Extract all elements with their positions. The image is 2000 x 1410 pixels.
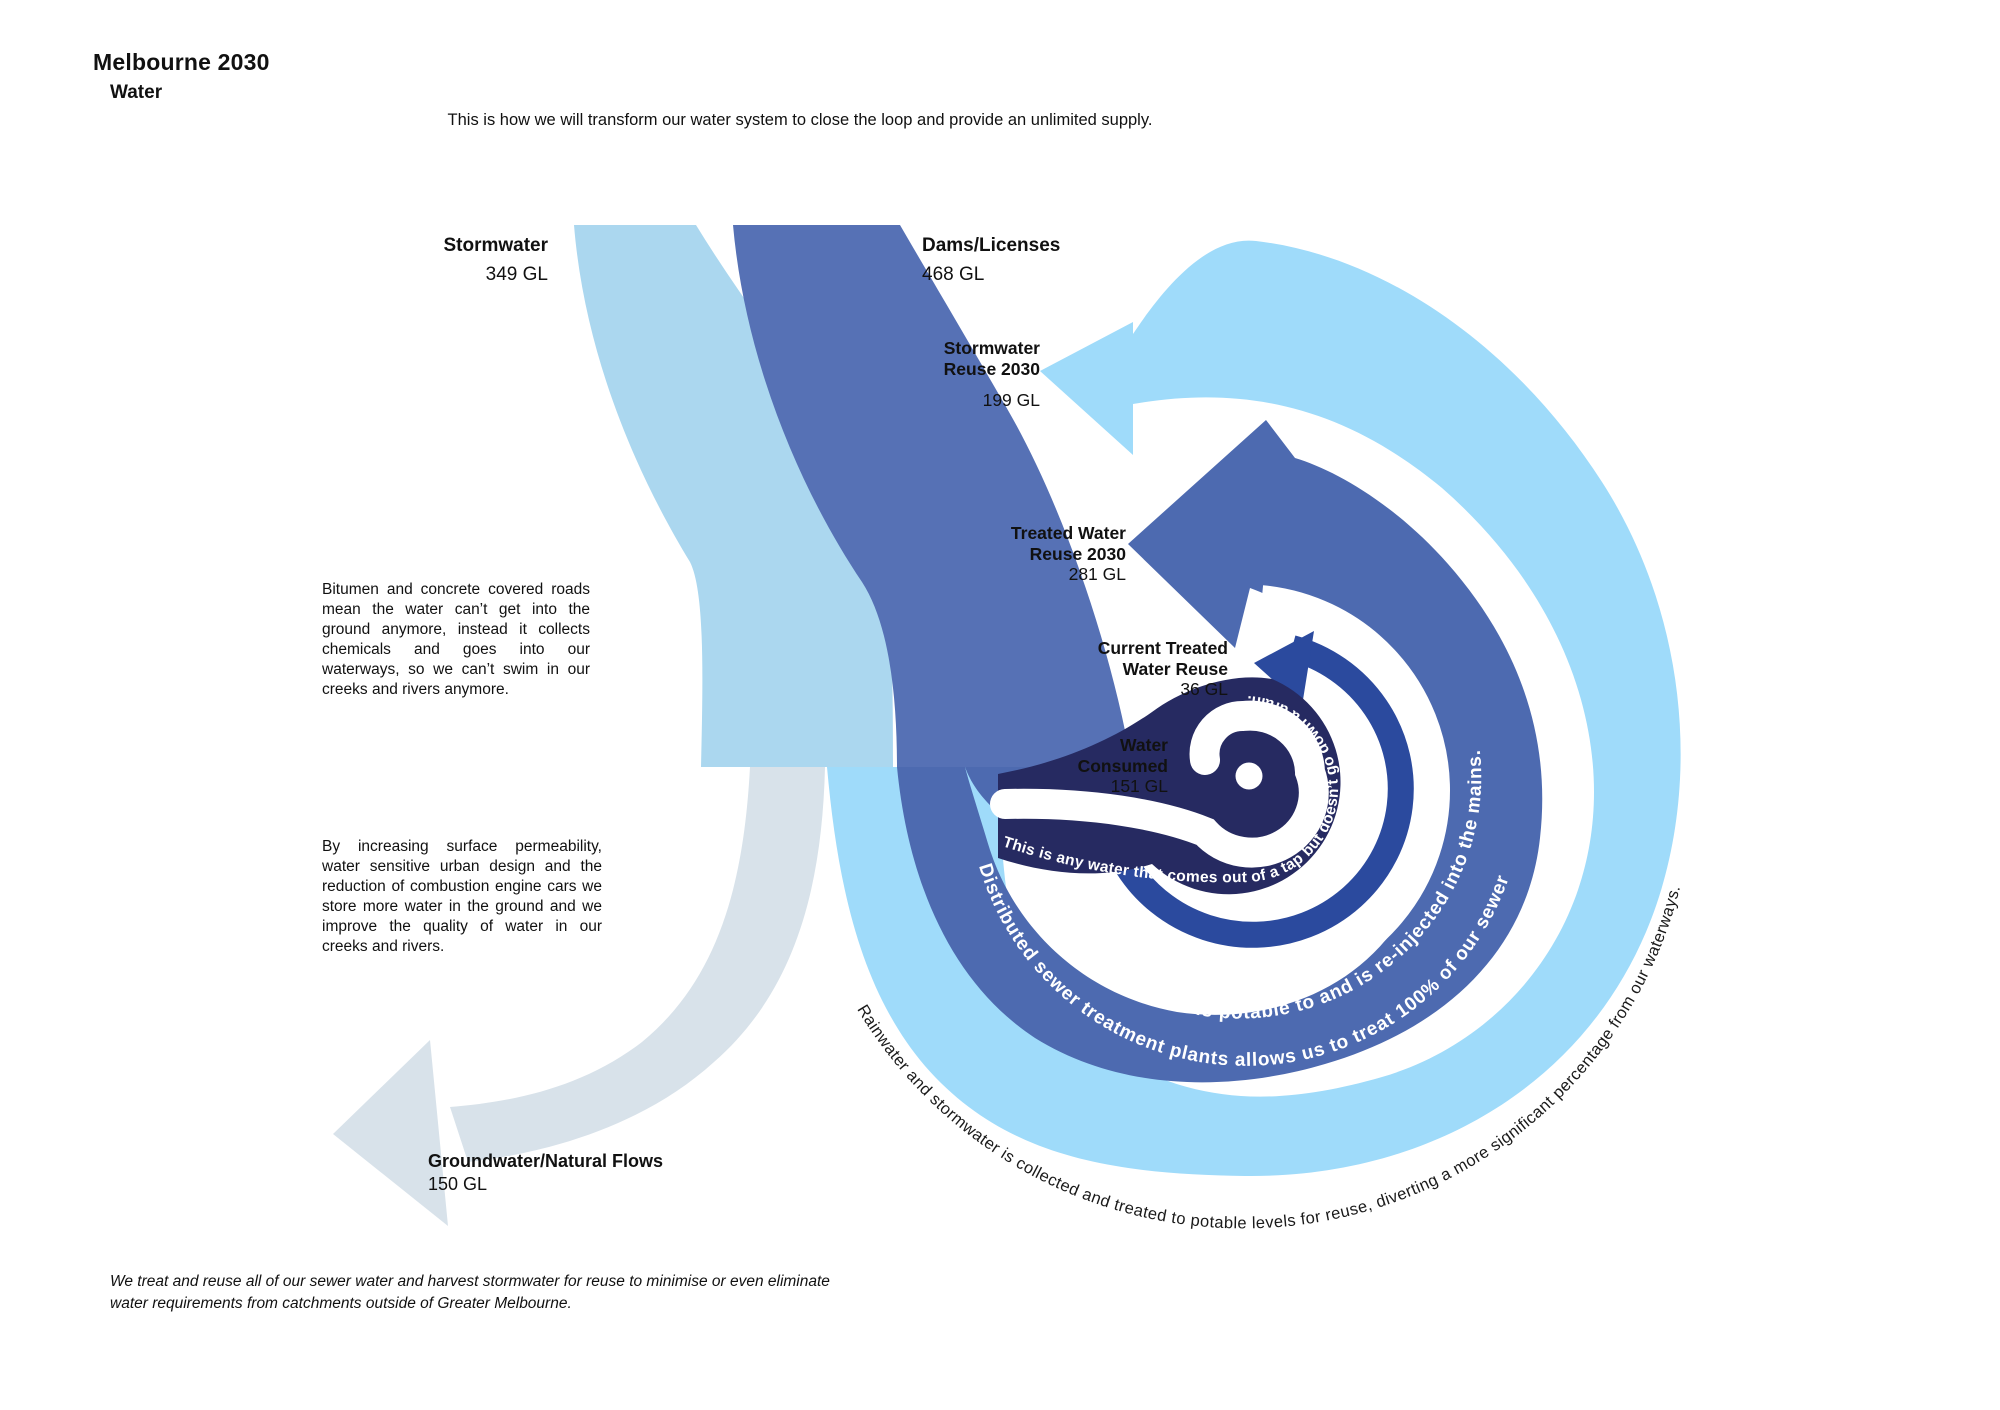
label-consumed: Water Consumed 151 GL: [1078, 735, 1168, 797]
annotation-footnote: We treat and reuse all of our sewer wate…: [110, 1273, 830, 1312]
label-treated-reuse-name: Treated Water Reuse 2030: [1010, 523, 1126, 564]
label-current-reuse-name: Current Treated Water Reuse: [1097, 638, 1228, 679]
label-dams-name: Dams/Licenses: [922, 235, 1061, 256]
stormwater-band: [574, 225, 893, 767]
label-consumed-value: 151 GL: [1110, 776, 1168, 796]
current-reuse-ring: [1094, 635, 1414, 948]
core-center-dot: [1235, 762, 1263, 790]
annotation-permeability: By increasing surface permeability, wate…: [322, 838, 602, 955]
label-stormwater: Stormwater 349 GL: [443, 231, 548, 289]
label-current-reuse: Current Treated Water Reuse 36 GL: [1098, 638, 1228, 700]
label-groundwater-name: Groundwater/Natural Flows: [428, 1151, 664, 1171]
label-treated-reuse: Treated Water Reuse 2030 281 GL: [1011, 523, 1126, 585]
dams-band: [733, 225, 1132, 767]
page-title: Melbourne 2030: [93, 49, 270, 75]
page-subtitle: Water: [110, 82, 163, 103]
label-stormwater-reuse-value: 199 GL: [982, 390, 1040, 410]
diagram-caption: This is how we will transform our water …: [447, 111, 1153, 129]
label-dams: Dams/Licenses 468 GL: [922, 231, 1060, 289]
label-treated-reuse-value: 281 GL: [1068, 564, 1126, 584]
stormwater-reuse-ring: [827, 240, 1681, 1177]
label-stormwater-reuse: Stormwater Reuse 2030 199 GL: [944, 338, 1040, 411]
core-white-spiral: [990, 700, 1329, 868]
annotation-bitumen: Bitumen and concrete covered roads mean …: [322, 581, 590, 698]
label-stormwater-name: Stormwater: [443, 235, 548, 256]
label-dams-value: 468 GL: [922, 264, 985, 285]
label-groundwater-value: 150 GL: [428, 1174, 488, 1194]
groundwater-band: [450, 767, 825, 1162]
treated-reuse-ring: [897, 420, 1543, 1083]
label-stormwater-value: 349 GL: [485, 264, 548, 285]
current-reuse-arrowhead-icon: [1254, 631, 1314, 706]
label-groundwater: Groundwater/Natural Flows 150 GL: [428, 1150, 663, 1196]
label-consumed-name: Water Consumed: [1077, 735, 1168, 776]
label-current-reuse-value: 36 GL: [1180, 679, 1228, 699]
groundwater-arrowhead-icon: [333, 1040, 448, 1226]
label-stormwater-reuse-name: Stormwater Reuse 2030: [943, 338, 1040, 379]
